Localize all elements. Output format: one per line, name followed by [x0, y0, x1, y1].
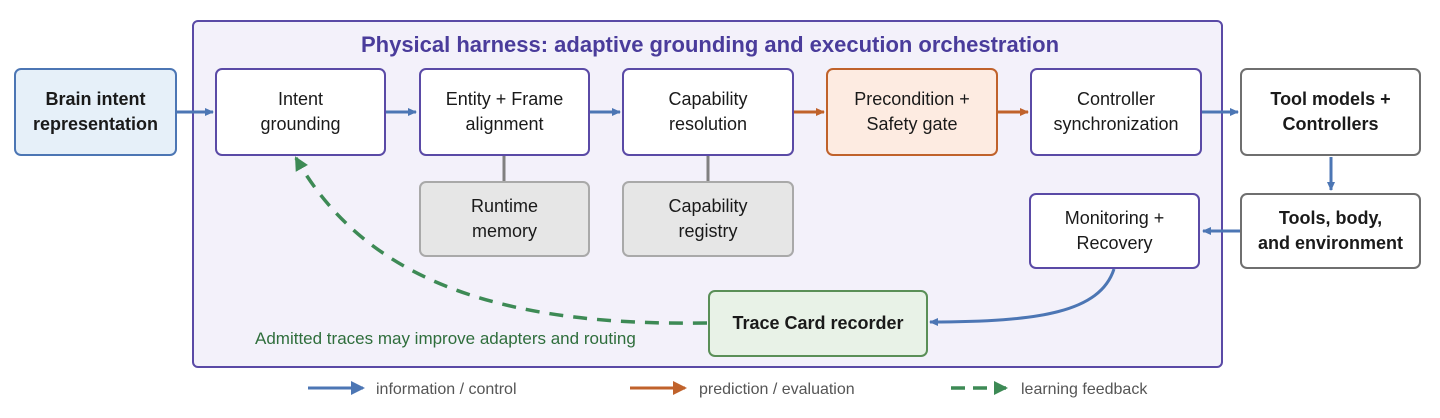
legend-label-information: information / control — [376, 381, 517, 398]
node-precondition-safety-gate: Precondition + Safety gate — [826, 68, 998, 156]
legend-label-feedback: learning feedback — [1021, 381, 1148, 398]
legend-label-prediction: prediction / evaluation — [699, 381, 855, 398]
node-brain-intent: Brain intent representation — [14, 68, 177, 156]
node-entity-frame-alignment: Entity + Frame alignment — [419, 68, 590, 156]
node-tools-body-environment: Tools, body, and environment — [1240, 193, 1421, 269]
node-monitoring-recovery: Monitoring + Recovery — [1029, 193, 1200, 269]
arrow-monitoring-to-trace — [929, 268, 1116, 326]
node-runtime-memory: Runtime memory — [419, 181, 590, 257]
node-tool-models: Tool models + Controllers — [1240, 68, 1421, 156]
arrow-learning-feedback — [294, 156, 708, 325]
node-capability-registry: Capability registry — [622, 181, 794, 257]
node-trace-card-recorder: Trace Card recorder — [708, 290, 928, 357]
harness-title: Physical harness: adaptive grounding and… — [360, 32, 1060, 57]
feedback-note: Admitted traces may improve adapters and… — [255, 329, 636, 348]
node-controller-synchronization: Controller synchronization — [1030, 68, 1202, 156]
node-intent-grounding: Intent grounding — [215, 68, 386, 156]
node-capability-resolution: Capability resolution — [622, 68, 794, 156]
